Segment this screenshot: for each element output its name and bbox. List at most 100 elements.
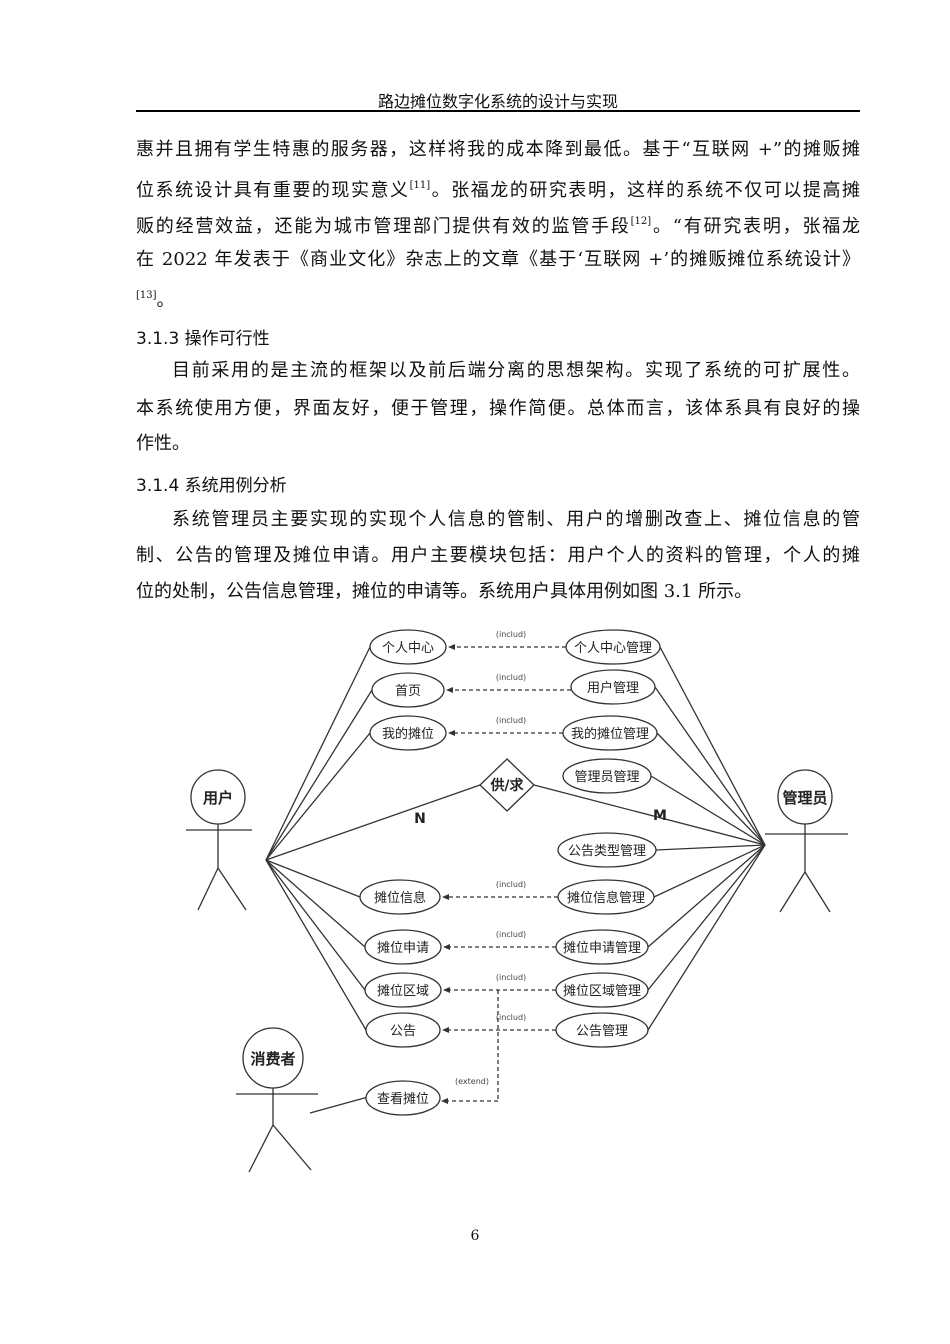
actor-admin-leg (779, 871, 806, 913)
use-case-admin-ellipse (555, 929, 649, 965)
use-case-admin-ellipse (557, 879, 655, 915)
arrowhead (446, 687, 453, 693)
arrowhead (448, 730, 455, 736)
use-case-user-label: 摊位申请 (377, 941, 429, 956)
arrowhead (441, 1098, 448, 1104)
arrowhead (442, 894, 449, 900)
actor-user-leg (217, 867, 247, 911)
use-case-admin-label: 公告类型管理 (568, 844, 646, 859)
admin-association-line (655, 844, 766, 851)
admin-association-line (654, 686, 766, 846)
admin-association-line (659, 646, 766, 846)
use-case-consumer-ellipse (365, 1080, 441, 1116)
user-association-line (265, 646, 371, 861)
text: 位系统设计具有重要的现实意义 (136, 180, 410, 201)
consumer-association-line (309, 1096, 369, 1114)
include-label: (includ) (496, 630, 526, 639)
relation-label: 供/求 (489, 777, 524, 794)
use-case-user-label: 我的摊位 (382, 726, 434, 742)
association-line (265, 784, 481, 861)
user-association-line (265, 859, 367, 1031)
user-association-line (265, 859, 366, 991)
use-case-user-ellipse (364, 972, 442, 1008)
use-case-admin-ellipse (557, 832, 657, 868)
citation-11: [11] (409, 180, 431, 191)
actor-consumer-label: 消费者 (250, 1050, 295, 1068)
section-heading-314: 3.1.4 系统用例分析 (136, 476, 287, 496)
actor-admin-label: 管理员 (782, 789, 827, 807)
use-case-user-label: 摊位区域 (377, 984, 429, 999)
header-rule (136, 110, 860, 112)
use-case-user-ellipse (369, 629, 447, 665)
use-case-admin-ellipse (570, 669, 656, 705)
para-line: 位的处制，公告信息管理，摊位的申请等。系统用户具体用例如图 3.1 所示。 (136, 581, 753, 602)
arrowhead (442, 1027, 449, 1033)
para-line: 作性。 (136, 433, 190, 454)
para-line: 系统管理员主要实现的实现个人信息的管制、用户的增删改查上、摊位信息的管 (172, 509, 860, 530)
para-line: 本系统使用方便，界面友好，便于管理，操作简便。总体而言，该体系具有良好的操 (136, 398, 860, 419)
use-case-consumer-label: 查看摊位 (377, 1091, 429, 1107)
use-case-user-label: 个人中心 (382, 641, 434, 656)
user-association-line (265, 859, 366, 948)
para1-line3: 贩的经营效益，还能为城市管理部门提供有效的监管手段[12]。“有研究表明，张福龙 (136, 212, 860, 237)
use-case-user-ellipse (365, 1012, 441, 1048)
use-case-admin-ellipse (565, 629, 661, 665)
use-case-admin-ellipse (555, 1012, 649, 1048)
actor-consumer-leg (248, 1124, 274, 1173)
use-case-user-label: 首页 (395, 684, 421, 699)
arrowhead (448, 644, 455, 650)
include-label: (includ) (496, 1013, 526, 1022)
use-case-admin-label: 摊位区域管理 (563, 984, 641, 999)
section-heading-313: 3.1.3 操作可行性 (136, 329, 270, 349)
relation-diamond (479, 758, 535, 812)
include-label: (includ) (496, 880, 526, 889)
arrowhead (443, 987, 450, 993)
para1-line4: 在 2022 年发表于《商业文化》杂志上的文章《基于‘互联网 +’的摊贩摊位系统… (136, 249, 860, 270)
actor-admin-leg (804, 871, 831, 913)
use-case-user-ellipse (359, 879, 441, 915)
para-line: 制、公告的管理及摊位申请。用户主要模块包括：用户个人的资料的管理，个人的摊 (136, 545, 860, 566)
include-label: (includ) (496, 716, 526, 725)
use-case-admin-label: 摊位申请管理 (563, 941, 641, 956)
actor-consumer-leg (272, 1124, 312, 1171)
include-label: (includ) (496, 973, 526, 982)
para1-line5: [13]。 (136, 286, 860, 311)
use-case-user-ellipse (364, 929, 442, 965)
user-association-line (265, 859, 361, 898)
include-label: (includ) (496, 673, 526, 682)
multiplicity-m: M (653, 808, 667, 824)
include-label: (includ) (496, 930, 526, 939)
text: 贩的经营效益，还能为城市管理部门提供有效的监管手段 (136, 216, 631, 237)
page-number: 6 (470, 1228, 480, 1244)
running-header: 路边摊位数字化系统的设计与实现 (377, 92, 618, 111)
admin-association-line (647, 844, 766, 948)
use-case-user-ellipse (369, 715, 447, 751)
use-case-admin-label: 摊位信息管理 (567, 890, 645, 906)
use-case-admin-ellipse (562, 758, 652, 794)
citation-13: [13] (136, 290, 157, 301)
citation-12: [12] (630, 216, 652, 227)
admin-association-line (656, 732, 766, 846)
use-case-admin-label: 用户管理 (587, 680, 639, 696)
actor-user-leg (197, 867, 219, 911)
admin-association-line (647, 844, 766, 991)
para1-line2: 位系统设计具有重要的现实意义[11]。张福龙的研究表明，这样的系统不仅可以提高摊 (136, 176, 860, 201)
association-line (533, 784, 766, 846)
use-case-user-label: 公告 (390, 1024, 416, 1039)
user-association-line (265, 689, 373, 861)
use-case-user-ellipse (371, 672, 445, 708)
admin-association-line (653, 844, 766, 898)
extend-label: (extend) (455, 1077, 489, 1086)
para1-line1: 惠并且拥有学生特惠的服务器，这样将我的成本降到最低。基于“互联网 +”的摊贩摊 (136, 139, 860, 160)
use-case-user-label: 摊位信息 (374, 890, 426, 906)
actor-user-label: 用户 (203, 789, 233, 807)
text: 。“有研究表明，张福龙 (651, 216, 861, 237)
use-case-admin-ellipse (555, 972, 649, 1008)
admin-association-line (650, 775, 766, 846)
text: 。 (156, 290, 175, 311)
user-association-line (265, 732, 371, 861)
use-case-admin-ellipse (562, 715, 658, 751)
text: 。张福龙的研究表明，这样的系统不仅可以提高摊 (430, 180, 861, 201)
